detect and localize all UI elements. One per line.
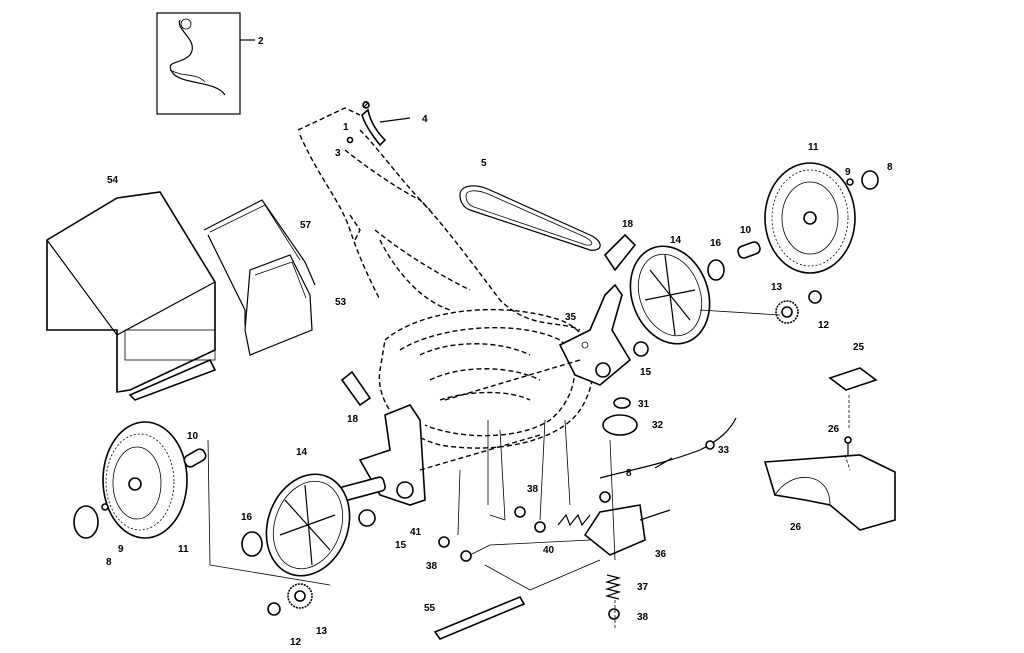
callout-37: 37 xyxy=(637,582,649,593)
part-1-lever xyxy=(346,101,411,147)
part-35-bracket xyxy=(558,283,632,386)
callout-4: 4 xyxy=(422,114,428,125)
callout-labels: 2 1 2 3 4 5 54 57 53 18 14 16 10 11 9 8 … xyxy=(106,36,893,648)
callout-11-right: 11 xyxy=(808,142,819,153)
part-32-cover xyxy=(602,414,638,436)
handle-assembly xyxy=(297,107,581,331)
callout-12-right: 12 xyxy=(818,320,830,331)
part-10-bushing-right xyxy=(737,241,761,259)
callout-13-left: 13 xyxy=(316,626,328,637)
callout-40: 40 xyxy=(543,545,555,556)
callout-26-right: 26 xyxy=(828,424,840,435)
part-9-screw-right xyxy=(846,178,854,186)
part-8-cap-left xyxy=(73,505,99,539)
part-57-bag-frame xyxy=(203,199,316,325)
part-28-guard xyxy=(763,454,896,531)
part-8-cap-right xyxy=(861,170,879,190)
part-16-washer-right xyxy=(707,259,725,281)
callout-12-left: 12 xyxy=(290,637,302,648)
callout-2: 2 xyxy=(258,36,264,47)
callout-8-left: 8 xyxy=(106,557,112,568)
callout-5: 5 xyxy=(481,158,487,169)
callout-54: 54 xyxy=(107,175,119,186)
part-10-bushing-left xyxy=(183,448,207,468)
part-38-nut-left xyxy=(438,536,472,562)
part-16-washer-left xyxy=(241,531,263,557)
part-15-washer-right xyxy=(633,341,649,357)
part-11-wheel-left xyxy=(102,421,188,539)
part-12-clip-right xyxy=(808,290,822,304)
callout-26-bottom: 26 xyxy=(790,522,802,533)
part-33-cable xyxy=(599,417,737,479)
part-40-spring xyxy=(557,513,591,527)
part-26-screw-right xyxy=(844,436,852,456)
callout-9-left: 9 xyxy=(118,544,124,555)
part-14-wheel-hub-right xyxy=(629,245,711,345)
callout-16-left: 16 xyxy=(241,512,253,523)
callout-35: 35 xyxy=(565,312,577,323)
part-36-transmission xyxy=(583,491,671,556)
part-9-screw-left xyxy=(101,503,109,511)
part-54-grass-bag xyxy=(46,191,217,401)
part-14-wheel-hub-left xyxy=(265,473,351,577)
callout-36: 36 xyxy=(655,549,667,560)
callout-13-right: 13 xyxy=(771,282,783,293)
callout-9-right: 9 xyxy=(845,167,851,178)
callout-25: 25 xyxy=(853,342,865,353)
part-41-bracket xyxy=(339,404,541,506)
callout-31: 31 xyxy=(638,399,650,410)
callout-33: 33 xyxy=(718,445,730,456)
part-5-drive-belt xyxy=(459,185,601,251)
callout-57: 57 xyxy=(300,220,312,231)
callout-1: 1 xyxy=(343,122,349,133)
callout-11-left: 11 xyxy=(178,544,189,555)
callout-53: 53 xyxy=(335,297,347,308)
callout-14-left: 14 xyxy=(296,447,308,458)
callout-10-left: 10 xyxy=(187,431,199,442)
part-55-axle-rod xyxy=(433,595,526,640)
callout-3: 3 xyxy=(335,148,341,159)
part-18-grip-right xyxy=(603,233,637,272)
callout-16-right: 16 xyxy=(710,238,722,249)
callout-32: 32 xyxy=(652,420,664,431)
callout-55: 55 xyxy=(424,603,436,614)
callout-2b: 2 xyxy=(363,100,369,111)
leader-lines xyxy=(207,309,851,630)
part-25-label xyxy=(828,367,878,391)
part-12-clip-left xyxy=(267,602,281,616)
part-15-washer-left xyxy=(358,509,376,527)
callout-18-right: 18 xyxy=(622,219,634,230)
callout-14-right: 14 xyxy=(670,235,682,246)
part-2-cable-inset xyxy=(156,12,255,115)
callout-41: 41 xyxy=(410,527,422,538)
part-38-nut-bottom xyxy=(608,608,620,620)
part-18-grip-left xyxy=(340,370,372,407)
callout-8-right: 8 xyxy=(887,162,893,173)
callout-38-bottom: 38 xyxy=(637,612,649,623)
callout-8-center: 8 xyxy=(626,468,632,479)
part-13-gear-right xyxy=(775,300,799,324)
part-13-gear-left xyxy=(287,583,313,609)
callout-10-right: 10 xyxy=(740,225,752,236)
callout-18-left: 18 xyxy=(347,414,359,425)
part-38-nut-center xyxy=(514,506,546,533)
callout-15-left: 15 xyxy=(395,540,407,551)
part-11-wheel-right xyxy=(764,162,856,274)
part-31-bearing xyxy=(613,397,631,409)
callout-38-left: 38 xyxy=(426,561,438,572)
part-53-bag-frame xyxy=(244,254,313,356)
callout-38-center: 38 xyxy=(527,484,539,495)
part-37-spring xyxy=(604,574,622,600)
callout-15-right: 15 xyxy=(640,367,652,378)
